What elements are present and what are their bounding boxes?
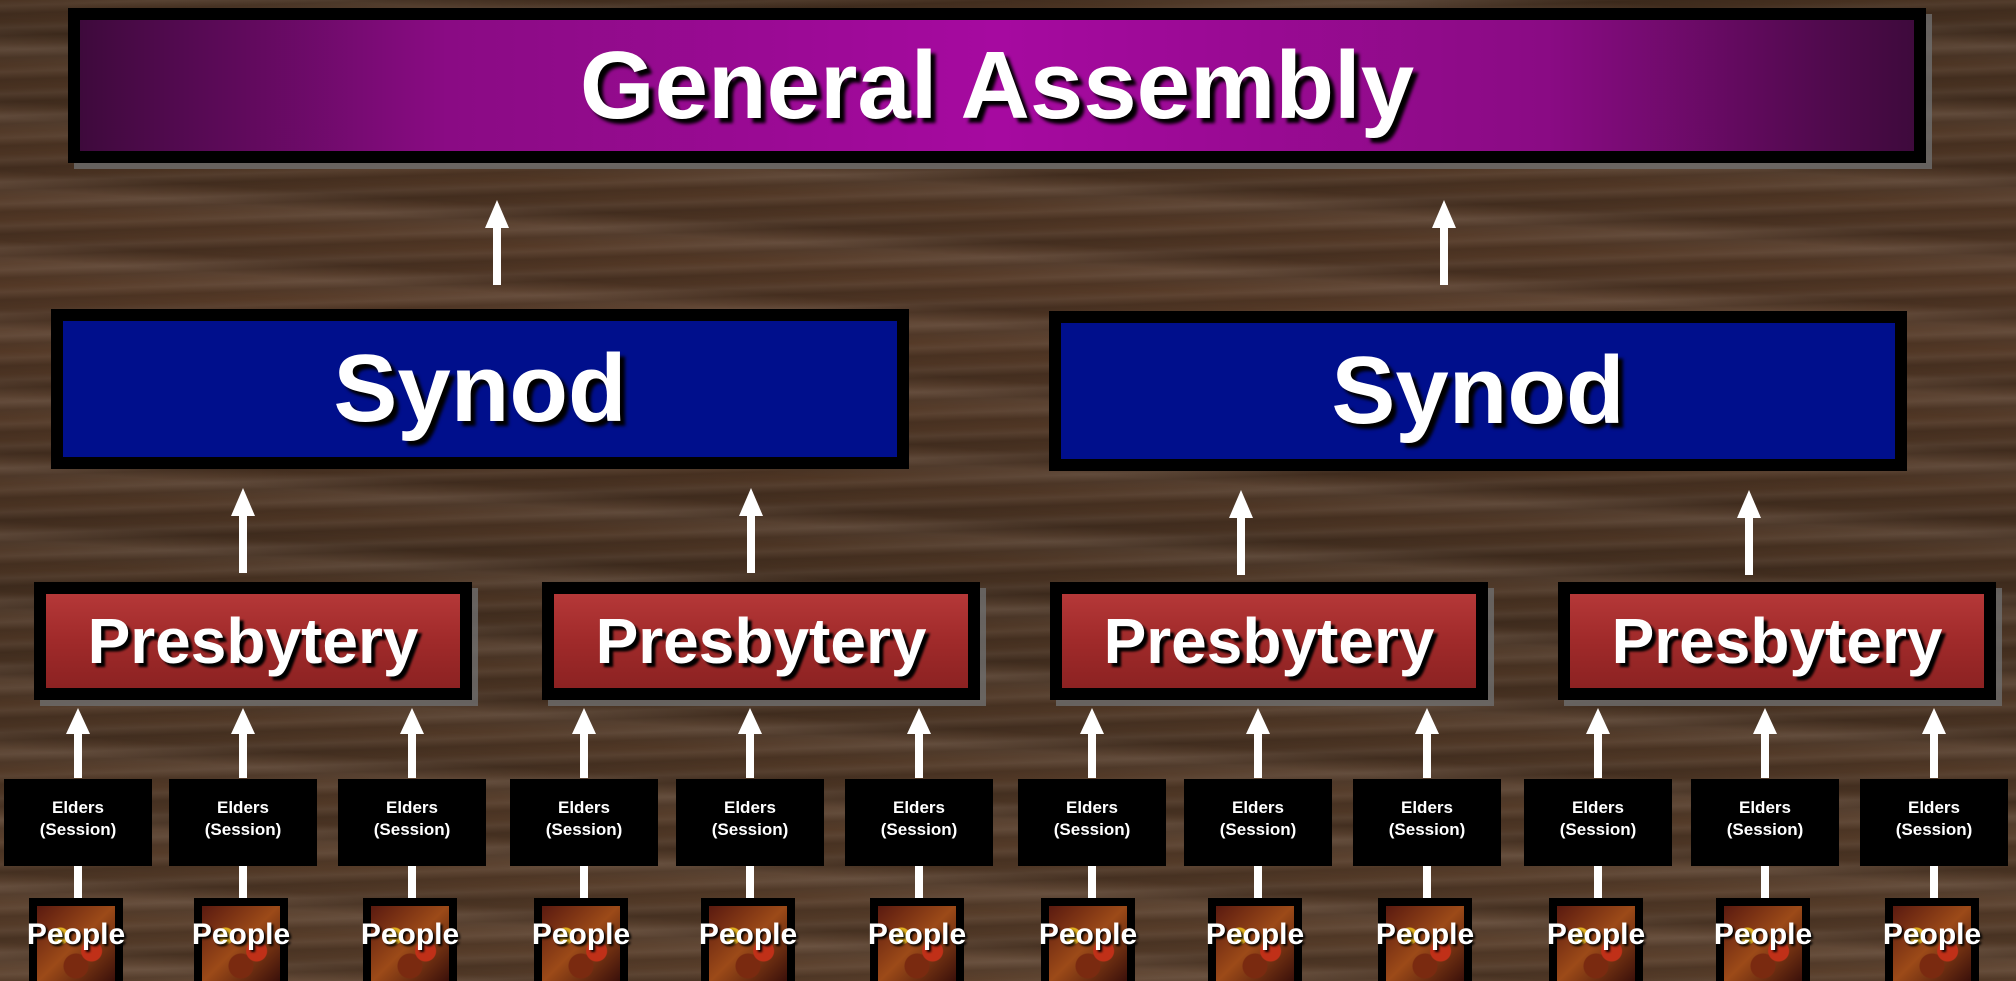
people-image <box>37 906 115 981</box>
up-arrow-icon <box>572 708 596 778</box>
elders-session-box: Elders(Session) <box>1353 779 1501 866</box>
people-box: People <box>27 898 125 981</box>
elders-session-box: Elders(Session) <box>1524 779 1672 866</box>
up-arrow-icon <box>485 200 509 285</box>
up-arrow-icon <box>1753 708 1777 778</box>
elders-session-box: Elders(Session) <box>169 779 317 866</box>
presbytery-label: Presbytery <box>1611 605 1943 677</box>
people-image <box>1216 906 1294 981</box>
people-label: People <box>1882 918 1982 951</box>
synod-label: Synod <box>1331 337 1625 444</box>
up-arrow-icon <box>1080 708 1104 778</box>
presbytery-box: Presbytery <box>1558 582 1996 700</box>
up-arrow-icon <box>738 708 762 778</box>
presbytery-label: Presbytery <box>87 605 419 677</box>
up-arrow-icon <box>1432 200 1456 285</box>
people-image <box>878 906 956 981</box>
up-arrow-icon <box>1922 708 1946 778</box>
people-image <box>202 906 280 981</box>
up-arrow-icon <box>66 708 90 778</box>
people-label: People <box>360 918 460 951</box>
people-label: People <box>1375 918 1475 951</box>
people-box: People <box>192 898 290 981</box>
people-label: People <box>1713 918 1813 951</box>
presbytery-box: Presbytery <box>542 582 980 700</box>
elders-session-box: Elders(Session) <box>4 779 152 866</box>
synod-box: Synod <box>1049 311 1907 471</box>
up-arrow-icon <box>1415 708 1439 778</box>
people-box: People <box>1376 898 1474 981</box>
people-image <box>709 906 787 981</box>
up-arrow-icon <box>1586 708 1610 778</box>
synod-box: Synod <box>51 309 909 469</box>
up-arrow-icon <box>1246 708 1270 778</box>
people-label: People <box>698 918 798 951</box>
people-label: People <box>867 918 967 951</box>
elders-session-box: Elders(Session) <box>1018 779 1166 866</box>
people-image <box>1724 906 1802 981</box>
up-arrow-icon <box>400 708 424 778</box>
people-box: People <box>868 898 966 981</box>
people-label: People <box>1038 918 1138 951</box>
people-label: People <box>1546 918 1646 951</box>
people-image <box>1386 906 1464 981</box>
elders-session-box: Elders(Session) <box>1860 779 2008 866</box>
people-box: People <box>699 898 797 981</box>
presbytery-label: Presbytery <box>595 605 927 677</box>
elders-session-box: Elders(Session) <box>1184 779 1332 866</box>
general-assembly-label: General Assembly <box>579 31 1415 139</box>
up-arrow-icon <box>739 488 763 573</box>
people-image <box>1049 906 1127 981</box>
people-image <box>1893 906 1971 981</box>
people-label: People <box>26 918 126 951</box>
elders-session-box: Elders(Session) <box>338 779 486 866</box>
up-arrow-icon <box>1229 490 1253 575</box>
people-box: People <box>1039 898 1137 981</box>
people-box: People <box>361 898 459 981</box>
people-label: People <box>1205 918 1305 951</box>
people-box: People <box>1206 898 1304 981</box>
synod-label: Synod <box>333 335 627 442</box>
people-box: People <box>1883 898 1981 981</box>
presbytery-box: Presbytery <box>1050 582 1488 700</box>
elders-session-box: Elders(Session) <box>1691 779 1839 866</box>
elders-session-box: Elders(Session) <box>510 779 658 866</box>
up-arrow-icon <box>231 708 255 778</box>
people-box: People <box>1714 898 1812 981</box>
people-box: People <box>1547 898 1645 981</box>
people-image <box>371 906 449 981</box>
up-arrow-icon <box>1737 490 1761 575</box>
elders-session-box: Elders(Session) <box>845 779 993 866</box>
people-label: People <box>191 918 291 951</box>
up-arrow-icon <box>907 708 931 778</box>
presbytery-box: Presbytery <box>34 582 472 700</box>
general-assembly-box: General Assembly <box>68 8 1926 163</box>
elders-session-box: Elders(Session) <box>676 779 824 866</box>
up-arrow-icon <box>231 488 255 573</box>
people-box: People <box>532 898 630 981</box>
people-image <box>542 906 620 981</box>
presbytery-label: Presbytery <box>1103 605 1435 677</box>
people-label: People <box>531 918 631 951</box>
people-image <box>1557 906 1635 981</box>
